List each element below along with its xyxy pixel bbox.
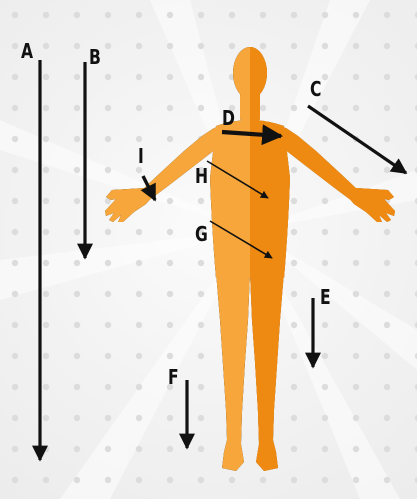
- label-a: A: [21, 41, 33, 61]
- label-c: C: [310, 79, 321, 99]
- label-e: E: [320, 287, 331, 307]
- label-i: I: [138, 146, 144, 166]
- label-g: G: [195, 224, 208, 244]
- label-f: F: [168, 367, 179, 387]
- label-b: B: [89, 47, 101, 67]
- label-h: H: [195, 166, 208, 186]
- label-d: D: [222, 108, 235, 128]
